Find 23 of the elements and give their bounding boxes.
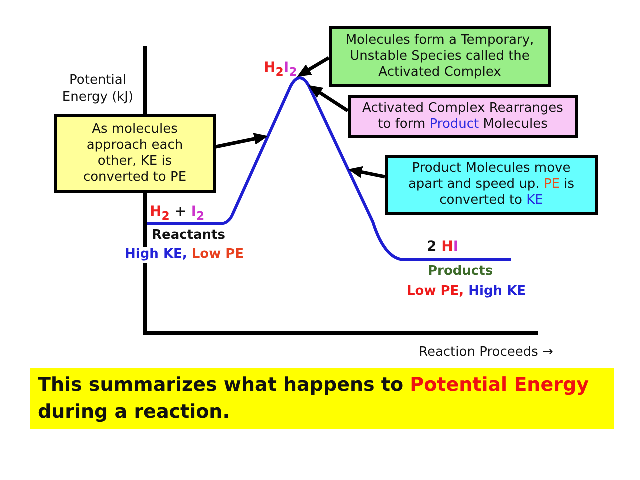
arrow [216, 133, 269, 149]
summary-text: This summarizes what happens to Potential Energy during a reaction. [38, 372, 590, 424]
callout-text: Activated Complex Rearranges to form Product Molecules [362, 100, 564, 132]
formula-label: H$_{2}$I$_{2}$ [264, 60, 298, 80]
callout-box [329, 26, 551, 87]
energy-note: High KE, Low PE [125, 247, 244, 263]
callout-box [348, 95, 578, 138]
summary-banner [30, 368, 614, 429]
arrow [308, 84, 349, 112]
formula-label: H$_{2}$ + I$_{2}$ [150, 204, 205, 224]
axis-label: Reaction Proceeds → [419, 345, 554, 361]
arrow [296, 56, 330, 78]
formula-label: 2 HI [427, 239, 459, 255]
state-label: Products [428, 264, 494, 280]
energy-note: Low PE, High KE [407, 284, 526, 300]
axis-label: Potential Energy (kJ) [61, 72, 135, 106]
callout-text: As molecules approach each other, KE is converted to PE [82, 122, 188, 186]
callout-text: Molecules form a Temporary, Unstable Species called the Activated Complex [344, 32, 536, 80]
callout-box [54, 114, 216, 193]
arrow [348, 166, 386, 179]
callout-text: Product Molecules move apart and speed up. PE is converted to KE [407, 161, 576, 209]
callout-box [385, 155, 598, 215]
state-label: Reactants [152, 228, 226, 244]
